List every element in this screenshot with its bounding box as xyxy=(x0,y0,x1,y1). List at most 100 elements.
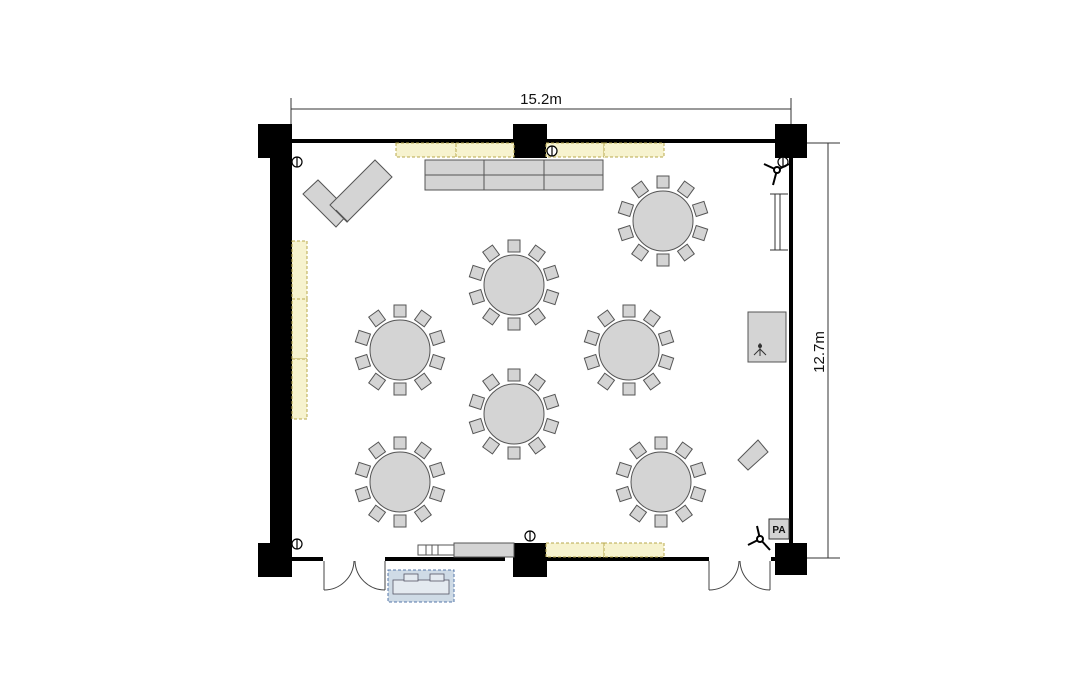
windows xyxy=(291,142,665,558)
chair xyxy=(642,309,661,328)
chair xyxy=(428,353,446,371)
chair xyxy=(689,461,707,479)
chair xyxy=(368,372,387,391)
chair xyxy=(631,243,650,262)
pa-system: PA xyxy=(768,518,790,540)
reception-counter xyxy=(387,569,455,603)
door-left xyxy=(323,560,386,591)
chair xyxy=(413,504,432,523)
door-right xyxy=(708,560,771,591)
table-top xyxy=(483,254,545,316)
window-top xyxy=(603,142,665,158)
chair xyxy=(674,441,693,460)
stage xyxy=(747,311,787,363)
round-table xyxy=(468,368,560,460)
chair xyxy=(654,436,668,450)
speaker-icon xyxy=(747,525,771,551)
chair xyxy=(691,200,709,218)
pa-label: PA xyxy=(772,525,785,536)
chair xyxy=(413,441,432,460)
chair xyxy=(527,373,546,392)
chair xyxy=(542,264,560,282)
table-top xyxy=(598,319,660,381)
chair xyxy=(354,461,372,479)
chair xyxy=(482,436,501,455)
round-tables xyxy=(354,175,709,528)
chair xyxy=(393,436,407,450)
chair xyxy=(368,504,387,523)
window-left xyxy=(291,298,308,360)
chair xyxy=(542,417,560,435)
chair xyxy=(597,372,616,391)
chair xyxy=(413,372,432,391)
chair xyxy=(393,514,407,528)
chair xyxy=(468,417,486,435)
round-table xyxy=(583,304,675,396)
chair xyxy=(615,461,633,479)
chair xyxy=(676,243,695,262)
round-table xyxy=(615,436,707,528)
chair xyxy=(354,329,372,347)
height-dimension: 12.7m xyxy=(806,142,840,559)
chair xyxy=(615,485,633,503)
window-left xyxy=(291,240,308,300)
chair xyxy=(542,288,560,306)
chair xyxy=(657,353,675,371)
column xyxy=(258,124,292,158)
ceiling-fixtures xyxy=(291,145,789,550)
width-label: 15.2m xyxy=(520,91,562,108)
window-bottom xyxy=(545,542,605,558)
round-table xyxy=(468,239,560,331)
chair xyxy=(583,353,601,371)
columns xyxy=(258,124,807,577)
chair xyxy=(428,461,446,479)
chair xyxy=(656,175,670,189)
light-fixture-icon xyxy=(524,530,536,542)
table-top xyxy=(369,451,431,513)
round-table xyxy=(354,436,446,528)
chair xyxy=(393,304,407,318)
chair xyxy=(468,393,486,411)
width-dimension: 15.2m xyxy=(290,91,792,126)
chair xyxy=(507,239,521,253)
chair xyxy=(428,485,446,503)
chair xyxy=(629,441,648,460)
chair xyxy=(527,436,546,455)
microphone-icon xyxy=(753,343,767,356)
speaker-icon xyxy=(763,163,790,186)
chair xyxy=(354,485,372,503)
chair xyxy=(507,446,521,460)
chair xyxy=(393,382,407,396)
l-sofa xyxy=(302,159,393,228)
bench-sofa xyxy=(424,159,604,191)
window-bottom xyxy=(603,542,665,558)
chair xyxy=(622,304,636,318)
chair xyxy=(691,224,709,242)
round-table xyxy=(617,175,709,267)
chair xyxy=(617,224,635,242)
window-top xyxy=(395,142,457,158)
chair xyxy=(542,393,560,411)
bottom-bench xyxy=(417,542,515,558)
table-top xyxy=(632,190,694,252)
chair xyxy=(617,200,635,218)
chair xyxy=(657,329,675,347)
chair xyxy=(642,372,661,391)
chair xyxy=(507,368,521,382)
chair xyxy=(527,307,546,326)
chair xyxy=(354,353,372,371)
column xyxy=(513,543,547,577)
chair xyxy=(674,504,693,523)
height-label: 12.7m xyxy=(811,331,828,373)
chair xyxy=(413,309,432,328)
light-fixture-icon xyxy=(546,145,558,157)
chair xyxy=(527,244,546,263)
chair xyxy=(583,329,601,347)
table-top xyxy=(483,383,545,445)
side-table xyxy=(737,439,769,471)
column xyxy=(258,543,292,577)
light-fixture-icon xyxy=(291,156,303,168)
column xyxy=(513,124,547,158)
chair xyxy=(622,382,636,396)
